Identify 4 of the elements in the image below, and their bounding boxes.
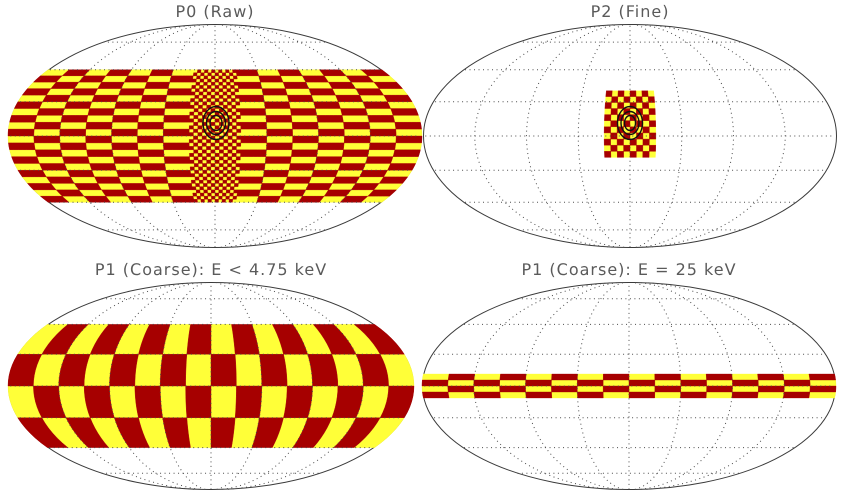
panel-title: P0 (Raw) bbox=[175, 3, 255, 21]
panel-title: P1 (Coarse): E < 4.75 keV bbox=[94, 261, 328, 279]
panel-title: P2 (Fine) bbox=[590, 3, 670, 21]
panel-title: P1 (Coarse): E = 25 keV bbox=[522, 261, 736, 279]
